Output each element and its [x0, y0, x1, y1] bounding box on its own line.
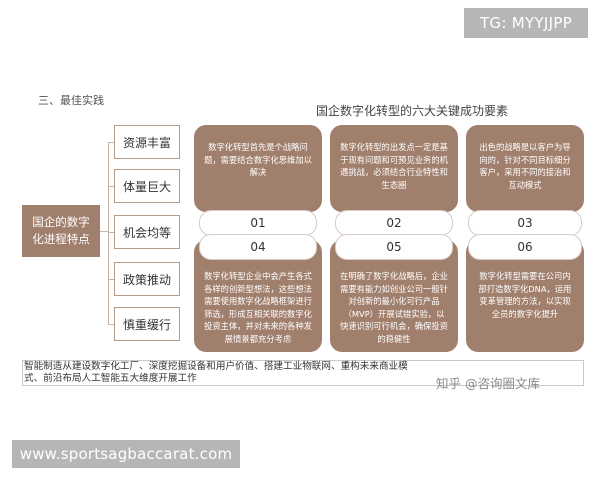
- factor-text: 在明确了数字化战略后，企业需要有能力如创业公司一般针对创新的最小化可行产品（MV…: [340, 271, 448, 344]
- section-title: 三、最佳实践: [38, 94, 104, 107]
- panel-title: 国企数字化转型的六大关键成功要素: [315, 104, 508, 118]
- watermark-top: TG: MYYJJPP: [464, 8, 588, 38]
- caption-text: 智能制造从建设数字化工厂、深度挖掘设备和用户价值、搭建工业物联网、重构未来商业模…: [24, 361, 408, 384]
- zhihu-watermark: 知乎 @咨询圈文库: [436, 376, 540, 391]
- factor-text: 数字化转型首先是个战略问题，需要结合数字化思维加以解决: [204, 142, 312, 177]
- connector-branch-4: [108, 279, 114, 280]
- connector-branch-2: [108, 186, 114, 187]
- factor-text: 出色的战略是以客户为导向的，针对不同目标细分客户，采用不同的接治和互动模式: [479, 142, 571, 190]
- connector-branch-3: [108, 232, 114, 233]
- factor-number-05: 05: [335, 234, 453, 260]
- factor-card-01: 数字化转型首先是个战略问题，需要结合数字化思维加以解决: [194, 125, 322, 212]
- factor-number-02: 02: [335, 210, 453, 236]
- core-characteristics-box: 国企的数字化进程特点: [22, 205, 100, 257]
- factor-number-04: 04: [199, 234, 317, 260]
- connector-core: [100, 231, 108, 232]
- factor-number-03: 03: [468, 210, 582, 236]
- feature-box-resources: 资源丰富: [114, 125, 180, 159]
- factor-number-01: 01: [199, 210, 317, 236]
- core-label: 国企的数字化进程特点: [32, 215, 90, 246]
- connector-trunk: [108, 142, 109, 324]
- factor-number-06: 06: [468, 234, 582, 260]
- feature-box-equal-opportunity: 机会均等: [114, 215, 180, 249]
- factor-card-02: 数字化转型的出发点一定是基于现有问题和可预见业务的机遇挑战，必须结合行业特性和生…: [330, 125, 458, 212]
- feature-box-scale: 体量巨大: [114, 169, 180, 203]
- factor-text: 数字化转型企业中会产生各式各样的创新型想法，这些想法需要使用数字化战略框架进行筛…: [204, 271, 312, 344]
- connector-branch-5: [108, 324, 114, 325]
- factor-text: 数字化转型的出发点一定是基于现有问题和可预见业务的机遇挑战，必须结合行业特性和生…: [340, 142, 448, 190]
- watermark-bottom: www.sportsagbaccarat.com: [12, 440, 240, 468]
- feature-box-cautious: 慎重缓行: [114, 307, 180, 341]
- factor-card-03: 出色的战略是以客户为导向的，针对不同目标细分客户，采用不同的接治和互动模式: [466, 125, 584, 212]
- feature-box-policy: 政策推动: [114, 262, 180, 296]
- factor-text: 数字化转型需要在公司内部打造数字化DNA，运用变革管理的方法，以实现全员的数字化…: [478, 271, 572, 319]
- connector-branch-1: [108, 142, 114, 143]
- caption-frame: [22, 360, 584, 386]
